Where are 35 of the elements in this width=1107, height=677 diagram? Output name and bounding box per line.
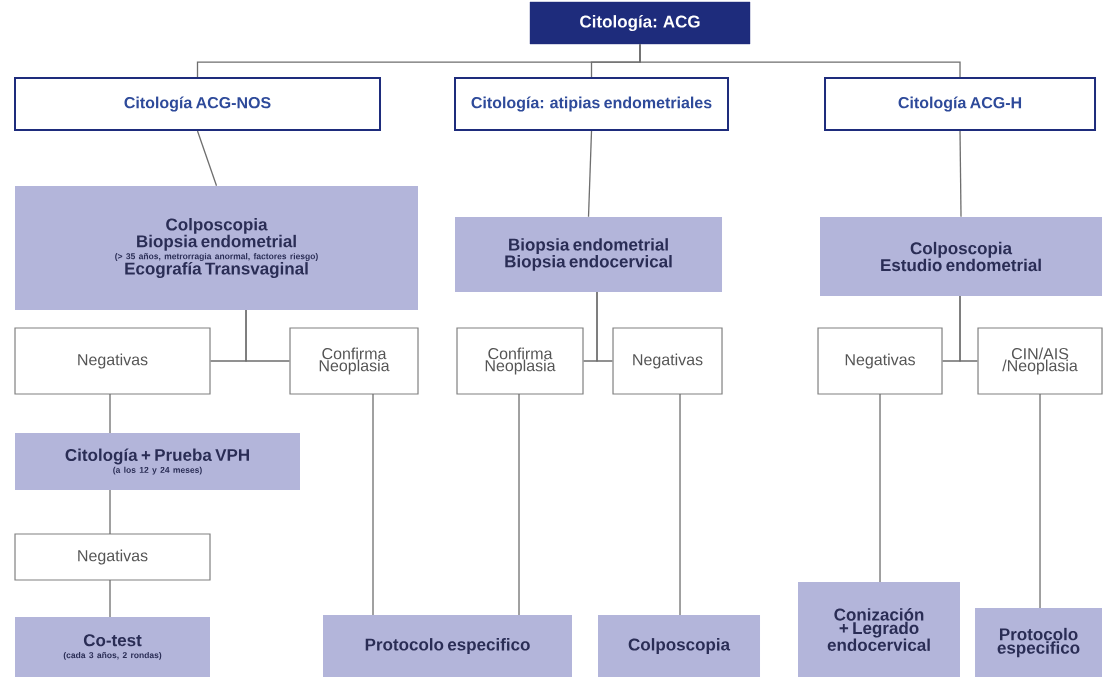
result-box: CIN/AIS /Neoplasia <box>977 327 1103 395</box>
category-box: Citología ACG-H <box>824 77 1096 131</box>
action-box: Protocolo especifico <box>975 608 1102 677</box>
result-box: Negativas <box>612 327 723 395</box>
connector-line <box>109 393 111 434</box>
connector-line <box>596 291 614 362</box>
connector-line <box>639 43 961 78</box>
result-box: Confirma Neoplasia <box>289 327 419 395</box>
connector-line <box>109 579 111 618</box>
connector-line <box>959 295 979 362</box>
result-box: Negativas <box>14 327 211 395</box>
result-box: Confirma Neoplasia <box>456 327 584 395</box>
category-box: Citología ACG-NOS <box>14 77 381 131</box>
title-box: Citología: ACG <box>529 1 751 45</box>
action-box: Protocolo especifico <box>323 615 572 677</box>
action-box: Co-test (cada 3 años, 2 rondas) <box>15 617 210 677</box>
action-box: Colposcopia Estudio endometrial <box>820 217 1102 296</box>
connector-line <box>679 393 681 616</box>
connector-line <box>196 130 218 187</box>
action-box: Colposcopia <box>598 615 760 677</box>
connector-line <box>245 309 291 362</box>
result-box: Negativas <box>817 327 943 395</box>
connector-line <box>372 393 374 616</box>
connector-line <box>109 489 111 535</box>
action-box: Biopsia endometrial Biopsia endocervical <box>455 217 722 292</box>
connector-line <box>879 393 881 583</box>
category-box: Citología: atipias endometriales <box>454 77 729 131</box>
connector-line <box>587 130 593 218</box>
action-box: Conización + Legrado endocervical <box>798 582 960 677</box>
result-box: Negativas <box>14 533 211 581</box>
action-box: Colposcopia Biopsia endometrial (> 35 años, metrorragia anormal, factores riesgo) Ecografía Transvaginal <box>15 186 418 310</box>
action-box: Citología + Prueba VPH (a los 12 y 24 meses) <box>15 433 300 490</box>
connector-line <box>959 130 962 218</box>
connector-line <box>518 393 520 616</box>
connector-line <box>1039 393 1041 609</box>
